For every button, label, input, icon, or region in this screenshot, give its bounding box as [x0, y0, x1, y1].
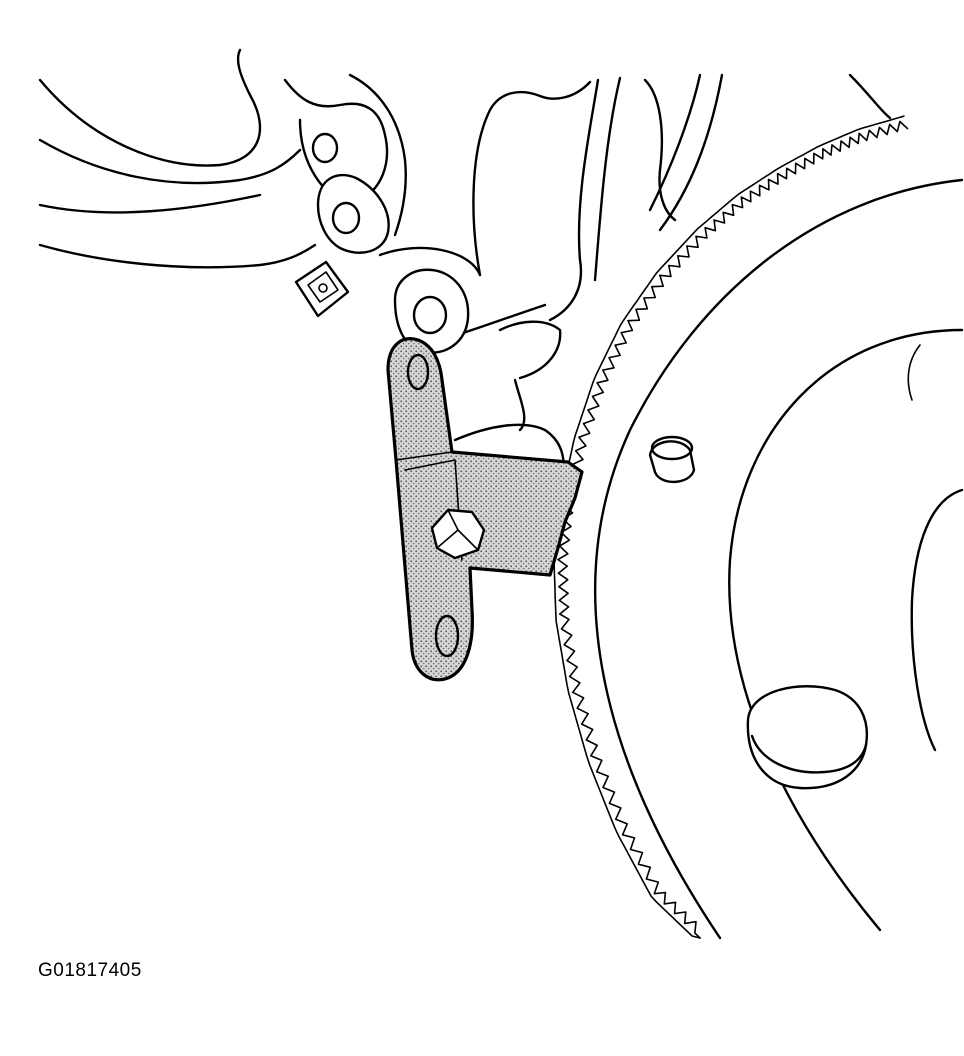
sensor-connector	[294, 260, 350, 318]
transmission-housing	[378, 73, 892, 472]
mount-bolt-hole-upper	[311, 132, 339, 164]
flywheel-holder-tool	[386, 337, 584, 682]
figure-id-label: G01817405	[38, 960, 142, 981]
engine-block-outline	[38, 48, 407, 269]
mount-ear	[316, 173, 390, 254]
holder-bolt	[430, 508, 486, 560]
housing-lug	[393, 268, 470, 354]
ring-gear-teeth	[553, 115, 909, 939]
flywheel-balance-hole	[746, 685, 869, 790]
flywheel-dowel-pin	[648, 435, 696, 484]
flywheel	[593, 178, 964, 940]
